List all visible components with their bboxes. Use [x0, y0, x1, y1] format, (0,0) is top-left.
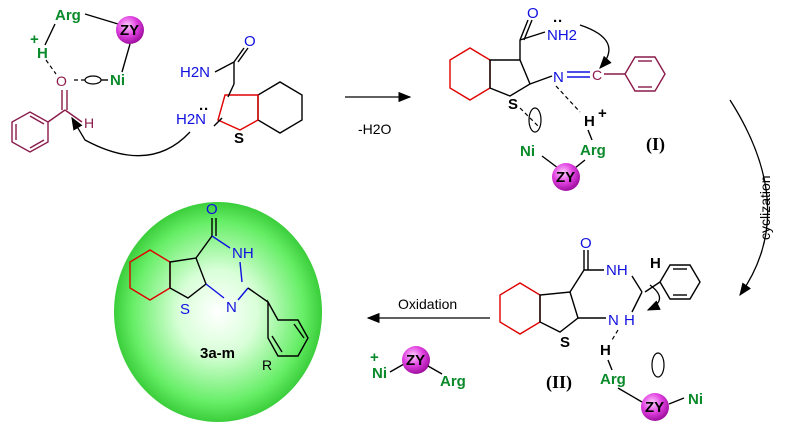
s-label-3: S: [560, 334, 570, 351]
product-glow-ellipse: [114, 202, 322, 422]
h-label-3a: H: [650, 255, 661, 272]
amide-nh2-label: H2N: [180, 64, 210, 81]
s-label-2: S: [508, 96, 518, 113]
zy-label-2: ZY: [556, 169, 575, 186]
lone-pair-icon: [84, 75, 102, 85]
nh-label-3b-h: H: [624, 312, 635, 329]
zy-sphere-icon-4: [402, 346, 430, 374]
ni-label: Ni: [110, 72, 125, 89]
imine-c-label: C: [592, 67, 602, 83]
nucleophilic-attack-arrow: [71, 116, 191, 157]
zy-sphere-icon-3: [641, 393, 669, 421]
intermediate-2: S O NH H N H H Arg ZY Ni (II): [499, 235, 703, 421]
aldehyde-h-label: H: [84, 115, 94, 131]
released-catalyst: + Ni ZY Arg: [370, 346, 466, 390]
benzaldehyde: O H: [11, 73, 94, 153]
h-label-2: H: [584, 113, 595, 130]
h-label-3b: H: [600, 342, 611, 359]
arg-label-3: Arg: [600, 371, 626, 388]
o-label-3: O: [580, 235, 592, 252]
ni-label-4: Ni: [372, 365, 387, 382]
minus-water-label: -H2O: [358, 121, 392, 137]
amide-lone-pair-dots: ··: [553, 13, 563, 30]
ni-label-3: Ni: [688, 391, 703, 408]
h-label: H: [37, 45, 48, 62]
zy-sphere-icon-2: [552, 163, 580, 191]
plus-sign-4: +: [370, 349, 379, 366]
amine-h2n-label: H2N: [176, 111, 206, 128]
r-substituent-label: R: [262, 357, 272, 373]
zy-sphere-icon: [116, 16, 144, 44]
arg-label-4: Arg: [440, 373, 466, 390]
zy-label-3: ZY: [645, 399, 664, 416]
intermediate-1: S O NH2 ·· N C H + Arg Ni ZY (I): [449, 5, 666, 191]
cyclization-label: cyclization: [757, 175, 773, 240]
lone-pair-icon-2: [528, 107, 542, 133]
oxidation-label: Oxidation: [398, 296, 457, 312]
amide-attack-arrow: [579, 24, 612, 69]
s-label-1: S: [234, 130, 244, 147]
s-label-product: S: [180, 301, 190, 318]
o-label-product: O: [206, 201, 218, 218]
amide-o-label: O: [244, 33, 256, 50]
plus-sign: +: [30, 31, 39, 48]
plus-sign-2: +: [598, 105, 607, 122]
ni-label-2: Ni: [520, 143, 535, 160]
o-label: O: [56, 73, 67, 89]
arg-label: Arg: [55, 7, 81, 24]
intermediate-1-label: (I): [646, 134, 665, 155]
amide-o-label-2: O: [527, 5, 539, 22]
nh-label-product: NH: [232, 245, 254, 262]
hydride-shift-arrow: [646, 284, 661, 311]
amine-lone-pair-dots: ··: [199, 101, 209, 118]
product-3a-m: S O NH N R 3a-m: [114, 201, 322, 422]
aminothiophene: S O H2N H2N ··: [176, 33, 303, 147]
step1-catalyst: Arg ZY Ni + H: [30, 7, 144, 89]
product-code-label: 3a-m: [200, 345, 235, 362]
imine-n-label: N: [553, 69, 564, 86]
zy-label: ZY: [120, 22, 139, 39]
nh-label-3a: NH: [606, 262, 628, 279]
zy-label-4: ZY: [406, 352, 425, 369]
n-label-product: N: [226, 299, 237, 316]
nh-label-3b: N: [608, 312, 619, 329]
arg-label-2: Arg: [580, 142, 606, 159]
amide-nh2-label-2: NH2: [547, 27, 577, 44]
intermediate-2-label: (II): [546, 372, 572, 393]
cyclization-arrow: [729, 99, 769, 297]
lone-pair-icon-3: [651, 352, 665, 378]
